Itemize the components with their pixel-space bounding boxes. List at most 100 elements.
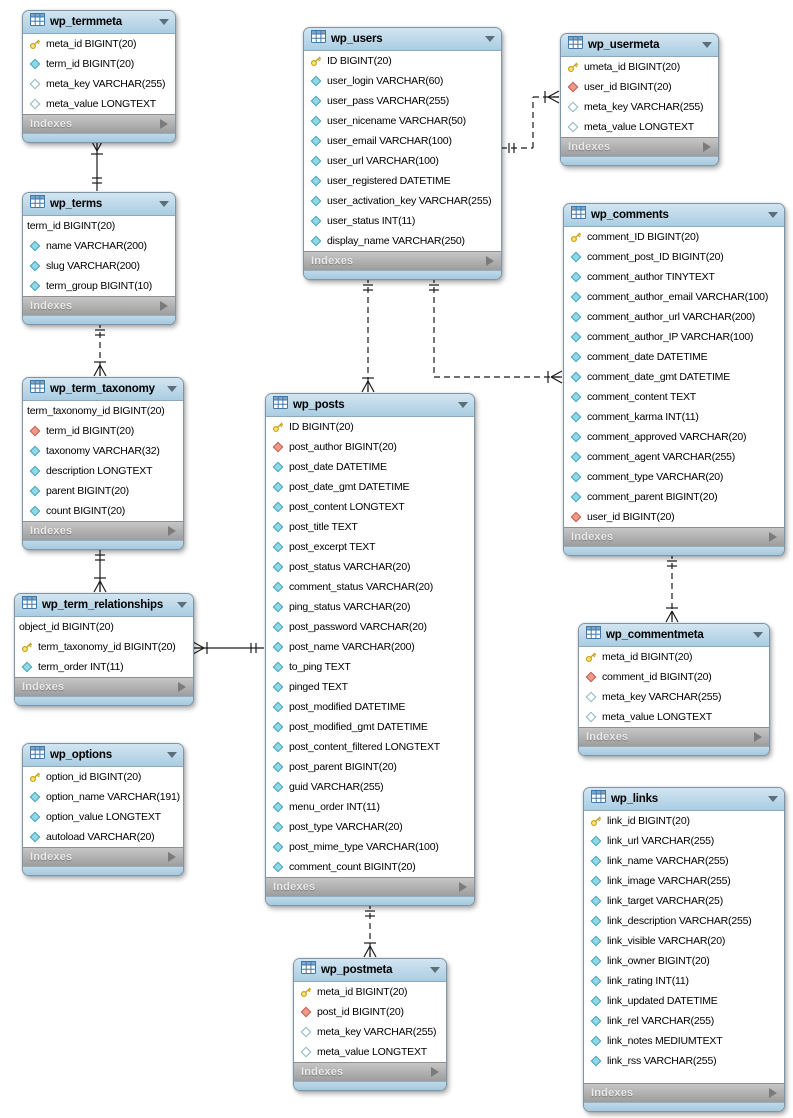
relationship-connector-wp_terms-wp_term_taxonomy[interactable]	[93, 322, 107, 377]
column-row[interactable]: link_image VARCHAR(255)	[584, 871, 784, 891]
indexes-bar[interactable]: Indexes	[15, 677, 193, 696]
column-row[interactable]: post_modified DATETIME	[266, 697, 474, 717]
column-row[interactable]: comment_count BIGINT(20)	[266, 857, 474, 877]
table-header[interactable]: wp_termmeta	[23, 11, 175, 34]
indexes-bar[interactable]: Indexes	[304, 251, 501, 270]
collapse-arrow-icon[interactable]	[485, 36, 495, 42]
column-row[interactable]: post_type VARCHAR(20)	[266, 817, 474, 837]
column-row[interactable]: comment_approved VARCHAR(20)	[564, 427, 784, 447]
column-row[interactable]: meta_value LONGTEXT	[579, 707, 769, 727]
column-row[interactable]: link_visible VARCHAR(20)	[584, 931, 784, 951]
expand-arrow-icon[interactable]	[160, 301, 168, 311]
indexes-bar[interactable]: Indexes	[584, 1083, 784, 1102]
collapse-arrow-icon[interactable]	[167, 752, 177, 758]
column-row[interactable]: post_date_gmt DATETIME	[266, 477, 474, 497]
indexes-bar[interactable]: Indexes	[266, 877, 474, 896]
column-row[interactable]: post_mime_type VARCHAR(100)	[266, 837, 474, 857]
column-row[interactable]: post_excerpt TEXT	[266, 537, 474, 557]
column-row[interactable]: comment_parent BIGINT(20)	[564, 487, 784, 507]
indexes-bar[interactable]: Indexes	[23, 521, 183, 540]
indexes-bar[interactable]: Indexes	[23, 847, 183, 866]
column-row[interactable]: link_rating INT(11)	[584, 971, 784, 991]
expand-arrow-icon[interactable]	[168, 526, 176, 536]
column-row[interactable]: meta_id BIGINT(20)	[579, 647, 769, 667]
column-row[interactable]: comment_agent VARCHAR(255)	[564, 447, 784, 467]
column-row[interactable]: comment_ID BIGINT(20)	[564, 227, 784, 247]
column-row[interactable]: pinged TEXT	[266, 677, 474, 697]
relationship-connector-wp_term_relationships-wp_posts[interactable]	[192, 641, 264, 655]
collapse-arrow-icon[interactable]	[768, 212, 778, 218]
column-row[interactable]: user_nicename VARCHAR(50)	[304, 111, 501, 131]
column-row[interactable]: option_value LONGTEXT	[23, 807, 183, 827]
column-row[interactable]: post_date DATETIME	[266, 457, 474, 477]
column-row[interactable]: guid VARCHAR(255)	[266, 777, 474, 797]
column-row[interactable]: link_updated DATETIME	[584, 991, 784, 1011]
table-header[interactable]: wp_usermeta	[561, 34, 718, 57]
column-row[interactable]: post_name VARCHAR(200)	[266, 637, 474, 657]
column-row[interactable]: post_status VARCHAR(20)	[266, 557, 474, 577]
column-row[interactable]: meta_id BIGINT(20)	[294, 982, 446, 1002]
column-row[interactable]: post_content LONGTEXT	[266, 497, 474, 517]
column-row[interactable]: meta_value LONGTEXT	[294, 1042, 446, 1062]
column-row[interactable]: meta_key VARCHAR(255)	[23, 74, 175, 94]
column-row[interactable]: user_login VARCHAR(60)	[304, 71, 501, 91]
column-row[interactable]: slug VARCHAR(200)	[23, 256, 175, 276]
column-row[interactable]: comment_author TINYTEXT	[564, 267, 784, 287]
collapse-arrow-icon[interactable]	[159, 19, 169, 25]
column-row[interactable]: link_notes MEDIUMTEXT	[584, 1031, 784, 1051]
column-row[interactable]: comment_author_email VARCHAR(100)	[564, 287, 784, 307]
indexes-bar[interactable]: Indexes	[294, 1062, 446, 1081]
column-row[interactable]: comment_status VARCHAR(20)	[266, 577, 474, 597]
column-row[interactable]: comment_content TEXT	[564, 387, 784, 407]
column-row[interactable]: term_id BIGINT(20)	[23, 54, 175, 74]
collapse-arrow-icon[interactable]	[430, 967, 440, 973]
column-row[interactable]: link_url VARCHAR(255)	[584, 831, 784, 851]
column-row[interactable]: comment_karma INT(11)	[564, 407, 784, 427]
expand-arrow-icon[interactable]	[160, 119, 168, 129]
column-row[interactable]: user_pass VARCHAR(255)	[304, 91, 501, 111]
column-row[interactable]: comment_type VARCHAR(20)	[564, 467, 784, 487]
relationship-connector-wp_term_taxonomy-wp_term_relationships[interactable]	[93, 547, 107, 593]
table-header[interactable]: wp_term_relationships	[15, 594, 193, 617]
column-row[interactable]: link_name VARCHAR(255)	[584, 851, 784, 871]
column-row[interactable]: user_status INT(11)	[304, 211, 501, 231]
column-row[interactable]: post_parent BIGINT(20)	[266, 757, 474, 777]
column-row[interactable]: term_taxonomy_id BIGINT(20)	[15, 637, 193, 657]
column-row[interactable]: post_id BIGINT(20)	[294, 1002, 446, 1022]
expand-arrow-icon[interactable]	[769, 1088, 777, 1098]
column-row[interactable]: comment_post_ID BIGINT(20)	[564, 247, 784, 267]
column-row[interactable]: user_email VARCHAR(100)	[304, 131, 501, 151]
expand-arrow-icon[interactable]	[754, 732, 762, 742]
column-row[interactable]: link_rss VARCHAR(255)	[584, 1051, 784, 1071]
collapse-arrow-icon[interactable]	[702, 42, 712, 48]
collapse-arrow-icon[interactable]	[167, 386, 177, 392]
column-row[interactable]: user_activation_key VARCHAR(255)	[304, 191, 501, 211]
column-row[interactable]: user_url VARCHAR(100)	[304, 151, 501, 171]
column-row[interactable]: user_registered DATETIME	[304, 171, 501, 191]
column-row[interactable]: name VARCHAR(200)	[23, 236, 175, 256]
indexes-bar[interactable]: Indexes	[23, 296, 175, 315]
column-row[interactable]: object_id BIGINT(20)	[15, 617, 193, 637]
column-row[interactable]: display_name VARCHAR(250)	[304, 231, 501, 251]
column-row[interactable]: comment_author_IP VARCHAR(100)	[564, 327, 784, 347]
relationship-connector-wp_posts-wp_postmeta[interactable]	[363, 903, 377, 958]
expand-arrow-icon[interactable]	[168, 852, 176, 862]
indexes-bar[interactable]: Indexes	[579, 727, 769, 746]
column-row[interactable]: taxonomy VARCHAR(32)	[23, 441, 183, 461]
column-row[interactable]: option_id BIGINT(20)	[23, 767, 183, 787]
column-row[interactable]: link_id BIGINT(20)	[584, 811, 784, 831]
column-row[interactable]: comment_date DATETIME	[564, 347, 784, 367]
column-row[interactable]: autoload VARCHAR(20)	[23, 827, 183, 847]
collapse-arrow-icon[interactable]	[159, 201, 169, 207]
expand-arrow-icon[interactable]	[486, 256, 494, 266]
column-row[interactable]: meta_key VARCHAR(255)	[579, 687, 769, 707]
column-row[interactable]: comment_author_url VARCHAR(200)	[564, 307, 784, 327]
